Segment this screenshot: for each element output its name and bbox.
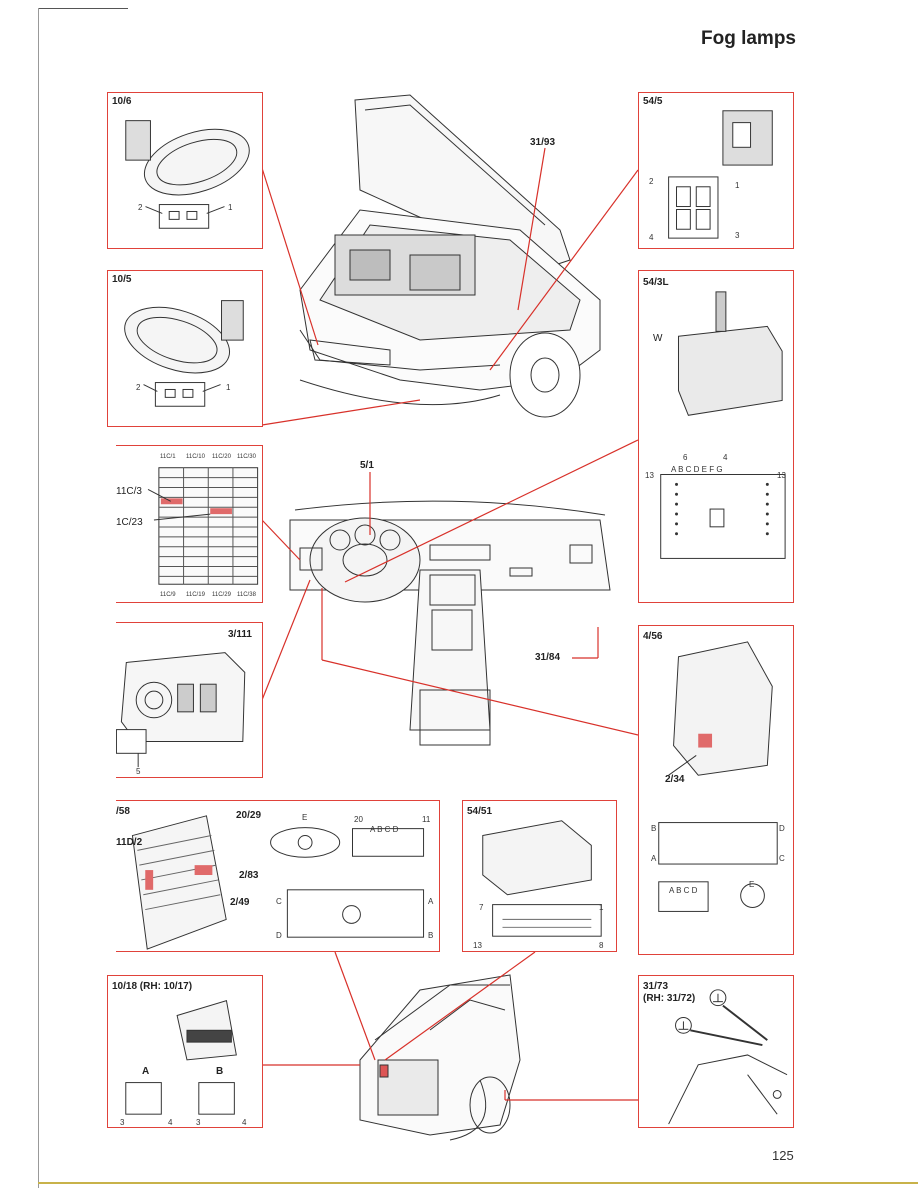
box-4-56-pin-e: E <box>749 880 755 889</box>
light-switch-icon <box>116 652 246 768</box>
box-54-51: 54/51 7 1 13 8 <box>462 800 617 952</box>
box-31-73-label: 31/73 <box>643 981 669 992</box>
box-4-56-abcd: A B C D <box>669 886 698 895</box>
fuse-label-1c23: 1C/23 <box>116 517 143 528</box>
box-58-pin-b: B <box>428 931 434 940</box>
connector-54-5-icon <box>668 110 773 239</box>
box-4-56-pin-d: D <box>779 824 785 833</box>
box-10-18-pin4a: 4 <box>168 1118 173 1127</box>
box-10-5-pin1: 1 <box>226 383 231 392</box>
box-54-51-pin7: 7 <box>479 903 484 912</box>
callout-51: 5/1 <box>360 460 374 471</box>
footer-rule <box>38 1182 918 1184</box>
box-3-111-pin5: 5 <box>136 767 141 776</box>
box-4-56: 4/56 2/34 B D A C A B C D E <box>638 625 794 955</box>
fuse-bottom-label-3: 11C/29 <box>212 592 231 598</box>
box-58-pin-c: C <box>276 897 282 906</box>
fuse-label-11c3: 11C/3 <box>116 486 142 497</box>
connector-54-51-icon <box>482 820 602 937</box>
box-54-5: 54/5 2 1 4 3 <box>638 92 794 249</box>
fog-lamp-left-icon <box>124 300 244 407</box>
box-54-3l-w: W <box>653 333 663 344</box>
box-54-3l: 54/3L W A B C D E F G 13 13 6 4 <box>638 270 794 603</box>
box-10-18: 10/18 (RH: 10/17) A B 3 4 3 4 <box>107 975 263 1128</box>
box-58-label-11d2: 11D/2 <box>116 837 143 848</box>
box-54-5-pin4: 4 <box>649 233 654 242</box>
box-fuse-panel-11c: 11C/1 11C/10 11C/20 11C/30 11C/3 1C/23 1… <box>116 445 263 603</box>
fuse-bottom-label-4: 11C/38 <box>237 592 256 598</box>
box-3-111-label: 3/111 <box>228 629 252 640</box>
fuse-bottom-label-1: 11C/9 <box>160 592 176 598</box>
callout-3193: 31/93 <box>530 137 556 148</box>
box-58: /58 20/29 11D/2 2/83 2/49 E 20 11 A B C … <box>116 800 440 952</box>
dashboard-drawing <box>289 500 611 746</box>
box-58-pin-d: D <box>276 931 282 940</box>
box-10-18-pin3a: 3 <box>120 1118 125 1127</box>
box-54-3l-pin13b: 13 <box>777 471 786 480</box>
box-31-73: 31/73 (RH: 31/72) <box>638 975 794 1128</box>
box-54-51-label: 54/51 <box>467 806 493 817</box>
car-rear-drawing <box>359 974 521 1141</box>
rear-fog-lamp-icon <box>125 1000 237 1115</box>
box-10-5-label: 10/5 <box>112 274 132 285</box>
box-58-pin-11: 11 <box>422 815 431 824</box>
box-4-56-label: 4/56 <box>643 631 663 642</box>
header-rule <box>38 8 128 9</box>
box-54-5-pin3: 3 <box>735 231 740 240</box>
box-10-18-a: A <box>142 1066 150 1077</box>
box-58-pin-e: E <box>302 813 308 822</box>
box-10-5: 10/5 2 1 <box>107 270 263 427</box>
box-10-18-pin3b: 3 <box>196 1118 201 1127</box>
box-54-5-pin1: 1 <box>735 181 740 190</box>
fog-lamp-right-icon <box>125 120 250 229</box>
box-54-3l-label: 54/3L <box>643 277 669 288</box>
box-58-label: /58 <box>116 806 130 817</box>
fuse-top-label-1: 11C/1 <box>160 454 176 460</box>
central-electronic-module-icon <box>131 815 425 950</box>
fuse-top-label-4: 11C/30 <box>237 454 256 460</box>
box-10-18-pin4b: 4 <box>242 1118 247 1127</box>
box-54-3l-pin4: 4 <box>723 453 728 462</box>
box-4-56-234: 2/34 <box>665 774 685 785</box>
box-58-label-2029: 20/29 <box>236 810 262 821</box>
page-title: Fog lamps <box>700 28 796 49</box>
ground-point-icon <box>668 989 788 1125</box>
box-54-51-pin8: 8 <box>599 941 604 950</box>
leader-lines <box>261 147 639 1101</box>
box-10-18-b: B <box>216 1066 224 1077</box>
box-31-73-rh: (RH: 31/72) <box>643 993 696 1004</box>
fuse-top-label-2: 11C/10 <box>186 454 205 460</box>
box-10-18-label: 10/18 (RH: 10/17) <box>112 981 193 992</box>
connector-54-3l-icon <box>660 291 786 559</box>
callout-3184: 31/84 <box>535 652 561 663</box>
box-10-5-pin2: 2 <box>136 383 141 392</box>
box-54-51-pin13: 13 <box>473 941 482 950</box>
box-4-56-pin-c: C <box>779 854 785 863</box>
box-58-abcd: A B C D <box>370 825 399 834</box>
box-54-3l-letters: A B C D E F G <box>671 465 723 474</box>
box-10-6-label: 10/6 <box>112 96 132 107</box>
box-54-5-label: 54/5 <box>643 96 663 107</box>
box-3-111: 3/111 5 <box>116 622 263 778</box>
box-58-label-249: 2/49 <box>230 897 250 908</box>
fuse-top-label-3: 11C/20 <box>212 454 231 460</box>
left-margin-rule <box>38 8 39 1188</box>
box-10-6-pin1: 1 <box>228 203 233 212</box>
box-58-pin-20: 20 <box>354 815 363 824</box>
fuse-bottom-label-2: 11C/19 <box>186 592 205 598</box>
box-54-51-pin1: 1 <box>599 903 604 912</box>
box-54-5-pin2: 2 <box>649 177 654 186</box>
box-54-3l-pin6: 6 <box>683 453 688 462</box>
fuse-box-4-56-icon <box>658 641 778 912</box>
box-4-56-pin-b: B <box>651 824 657 833</box>
box-58-pin-a: A <box>428 897 434 906</box>
box-54-3l-pin13a: 13 <box>645 471 654 480</box>
fuse-panel-icon <box>147 467 259 585</box>
box-10-6: 10/6 2 1 <box>107 92 263 249</box>
page-number: 125 <box>772 1148 794 1163</box>
box-4-56-pin-a: A <box>651 854 657 863</box>
box-58-label-283: 2/83 <box>239 870 259 881</box>
box-10-6-pin2: 2 <box>138 203 143 212</box>
